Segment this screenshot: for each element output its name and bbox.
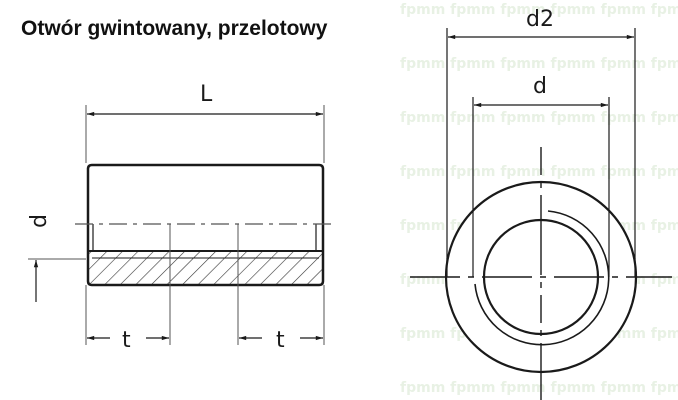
thread-depth-left-label: t	[122, 328, 131, 353]
thread-depth-right-label: t	[276, 328, 285, 353]
length-label: L	[200, 82, 213, 107]
drawing-title: Otwór gwintowany, przelotowy	[21, 17, 328, 40]
diameter-label-side: d	[27, 214, 52, 228]
thread-major-arc	[474, 210, 610, 346]
section-hatch	[88, 251, 323, 285]
side-view: L t t d	[27, 82, 337, 353]
svg-text:fpmm fpmm fpmm fpmm fpmm: fpmm fpmm fpmm fpmm fpmm fpmm	[400, 164, 678, 180]
outer-diameter-label: d2	[526, 7, 554, 32]
body-outline	[86, 163, 325, 287]
end-view: d2 d	[410, 7, 672, 400]
svg-text:fpmm fpmm fpmm fpmm fpmm: fpmm fpmm fpmm fpmm fpmm fpmm	[400, 56, 678, 72]
svg-text:fpmm fpmm fpmm fpmm fpmm: fpmm fpmm fpmm fpmm fpmm fpmm	[400, 380, 678, 396]
svg-text:fpmm fpmm fpmm fpmm fpmm: fpmm fpmm fpmm fpmm fpmm fpmm	[400, 2, 678, 18]
thread-diameter-label: d	[533, 74, 547, 99]
svg-text:fpmm fpmm fpmm fpmm fpmm: fpmm fpmm fpmm fpmm fpmm fpmm	[400, 110, 678, 126]
